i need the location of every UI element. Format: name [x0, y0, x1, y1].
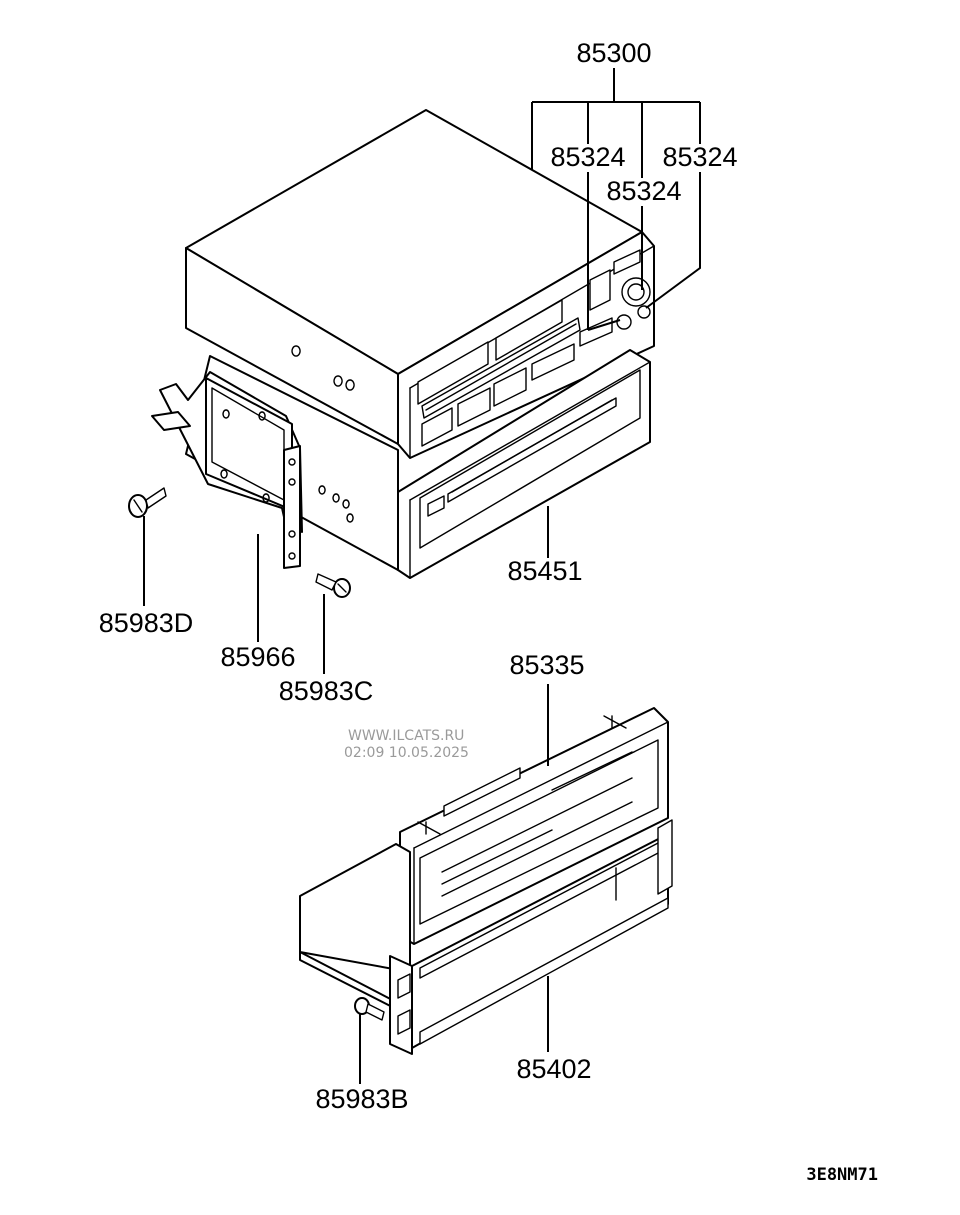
callout-85983b: 85983B — [315, 1084, 408, 1114]
callout-85966: 85966 — [220, 642, 295, 672]
drawing-code: 3E8NM71 — [806, 1165, 878, 1185]
callout-85335: 85335 — [509, 650, 584, 680]
callout-85402: 85402 — [516, 1054, 591, 1084]
leader-lines — [143, 68, 701, 1084]
pocket-lid — [399, 707, 669, 945]
screw-85983b — [354, 997, 385, 1021]
callout-85451: 85451 — [507, 556, 582, 586]
callout-85300: 85300 — [576, 38, 651, 68]
callout-85324-right: 85324 — [662, 142, 737, 172]
callout-85983d: 85983D — [99, 608, 194, 638]
callout-85324-center: 85324 — [606, 176, 681, 206]
callout-85324-left: 85324 — [550, 142, 625, 172]
screw-85983c — [315, 573, 351, 598]
pocket-tray — [299, 819, 673, 1055]
callout-85983c: 85983C — [279, 676, 374, 706]
mounting-bracket — [151, 371, 303, 569]
screw-85983d — [128, 487, 167, 518]
watermark-datetime: 02:09 10.05.2025 — [344, 745, 469, 761]
watermark-site: WWW.ILCATS.RU — [348, 728, 464, 744]
